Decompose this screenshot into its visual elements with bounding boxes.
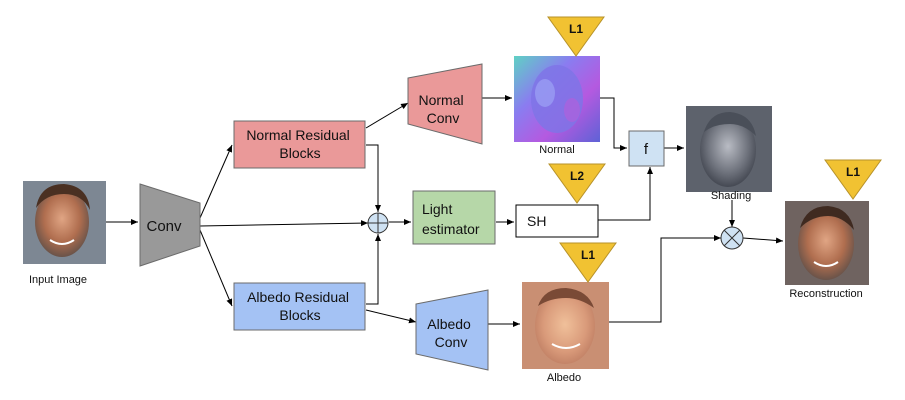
normal-map-image xyxy=(514,56,600,142)
normal-residual-label: Normal Residual Blocks xyxy=(246,127,353,161)
edge-normal-residual-to-normal-conv xyxy=(365,102,409,129)
albedo-label: Albedo xyxy=(547,372,581,384)
loss-triangle-albedo xyxy=(559,242,617,283)
normal-conv-line-1: Normal xyxy=(418,92,463,108)
edge-normal-to-f xyxy=(600,97,627,151)
sh-label: SH xyxy=(527,213,546,229)
normal-conv-line-2: Conv xyxy=(427,110,460,126)
edge-conv-to-sum xyxy=(199,220,369,227)
edge-albedo-residual-to-albedo-conv xyxy=(365,309,417,324)
light-estimator-block xyxy=(412,190,496,245)
light-estimator-label: Light estimator xyxy=(422,201,480,237)
input-image-label: Input Image xyxy=(29,274,87,286)
light-estimator-line-1: Light xyxy=(422,201,452,217)
edge-conv-to-normal-residual xyxy=(199,144,233,219)
edge-sh-to-f xyxy=(598,167,653,221)
f-label: f xyxy=(644,141,649,158)
albedo-residual-label: Albedo Residual Blocks xyxy=(247,289,353,323)
edge-albedo-residual-to-sum xyxy=(366,234,381,305)
loss-triangle-light xyxy=(548,163,606,204)
input-image-hair xyxy=(36,184,90,210)
loss-reconstruction: L1 xyxy=(824,159,882,200)
albedo-conv-label: Albedo Conv xyxy=(427,316,474,350)
albedo-residual-block xyxy=(233,282,366,331)
shading-hair xyxy=(704,112,756,136)
normal-map-shadow xyxy=(564,98,580,122)
albedo-conv-line-2: Conv xyxy=(435,334,468,350)
light-estimator-line-2: estimator xyxy=(422,221,480,237)
f-block xyxy=(628,130,665,167)
loss-normal: L1 xyxy=(547,16,605,57)
loss-reconstruction-label: L1 xyxy=(846,165,860,179)
times-icon xyxy=(723,229,741,247)
albedo-residual-line-2: Blocks xyxy=(279,307,320,323)
loss-albedo-label: L1 xyxy=(581,248,595,262)
normal-conv-label: Normal Conv xyxy=(418,92,467,126)
normal-label: Normal xyxy=(539,144,574,156)
albedo-smile xyxy=(551,343,581,349)
edge-albedo-to-product xyxy=(609,235,721,323)
sum-node xyxy=(367,212,389,234)
loss-normal-label: L1 xyxy=(569,22,583,36)
albedo-image xyxy=(522,282,609,369)
reconstruction-face xyxy=(798,208,854,280)
reconstruction-hair xyxy=(800,206,854,230)
shading-face xyxy=(700,113,756,187)
normal-residual-block xyxy=(233,120,366,169)
input-image xyxy=(23,181,106,264)
plus-icon xyxy=(368,213,388,233)
loss-albedo: L1 xyxy=(559,242,617,283)
edge-conv-to-albedo-residual xyxy=(199,229,233,307)
normal-residual-line-1: Normal Residual xyxy=(246,127,349,143)
input-image-smile xyxy=(49,239,75,245)
conv-label: Conv xyxy=(146,218,182,235)
loss-light: L2 xyxy=(548,163,606,204)
conv-block xyxy=(139,183,201,267)
shading-image xyxy=(686,106,772,192)
product-node xyxy=(720,226,744,250)
albedo-conv-line-1: Albedo xyxy=(427,316,471,332)
normal-residual-line-2: Blocks xyxy=(279,145,320,161)
loss-triangle-normal xyxy=(547,16,605,57)
albedo-conv-block xyxy=(415,289,489,371)
input-image-face xyxy=(35,187,89,257)
reconstruction-label: Reconstruction xyxy=(789,288,862,300)
edges xyxy=(106,95,784,327)
sh-box xyxy=(515,204,599,238)
reconstruction-image xyxy=(785,201,869,285)
normal-map-highlight xyxy=(535,79,555,107)
loss-triangle-reconstruction xyxy=(824,159,882,200)
albedo-residual-line-1: Albedo Residual xyxy=(247,289,349,305)
edge-normal-residual-to-sum xyxy=(366,144,381,212)
reconstruction-smile xyxy=(813,261,839,267)
albedo-hair xyxy=(538,288,594,308)
loss-light-label: L2 xyxy=(570,169,584,183)
shading-label: Shading xyxy=(711,190,751,202)
normal-conv-block xyxy=(407,63,483,145)
edge-product-to-reconstruction xyxy=(742,237,784,244)
